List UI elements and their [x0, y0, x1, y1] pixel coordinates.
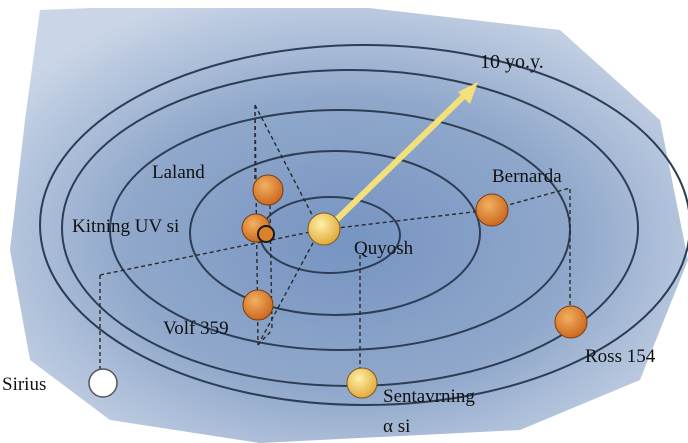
distance-arrow [325, 82, 478, 231]
sentavr-star [346, 367, 378, 399]
orbit-ring-5 [39, 44, 688, 406]
sirius-label: Sirius [2, 374, 46, 395]
kitning-label: Kitning UV si [72, 216, 179, 237]
space-background [10, 0, 688, 443]
bernarda-projection [319, 187, 571, 320]
laland-label: Laland [152, 162, 205, 183]
orbit-ring-2 [189, 150, 481, 316]
quyosh-label: Quyosh [354, 238, 414, 259]
volf-label: Volf 359 [163, 318, 229, 339]
bernarda-star [475, 193, 509, 227]
bernarda-label: Bernarda [492, 166, 562, 187]
orbit-rings [39, 44, 688, 406]
sentavr-label-line2: α si [383, 416, 410, 437]
kitning-companion-star [257, 225, 275, 243]
volf-star [242, 289, 274, 321]
laland-star [252, 174, 284, 206]
volf-projection [257, 229, 321, 346]
sentavr-label-line1: Sentavrning [383, 386, 475, 407]
sun-star [307, 212, 341, 246]
sirius-star [88, 368, 118, 398]
orbit-ring-3 [109, 109, 571, 351]
ross-label: Ross 154 [585, 346, 656, 367]
top-white-band [0, 0, 688, 8]
sirius-projection [99, 229, 321, 380]
projection-lines [99, 104, 571, 380]
arrow-head [458, 82, 478, 104]
distance-label: 10 yo.y. [480, 51, 544, 73]
ross-star [554, 305, 588, 339]
